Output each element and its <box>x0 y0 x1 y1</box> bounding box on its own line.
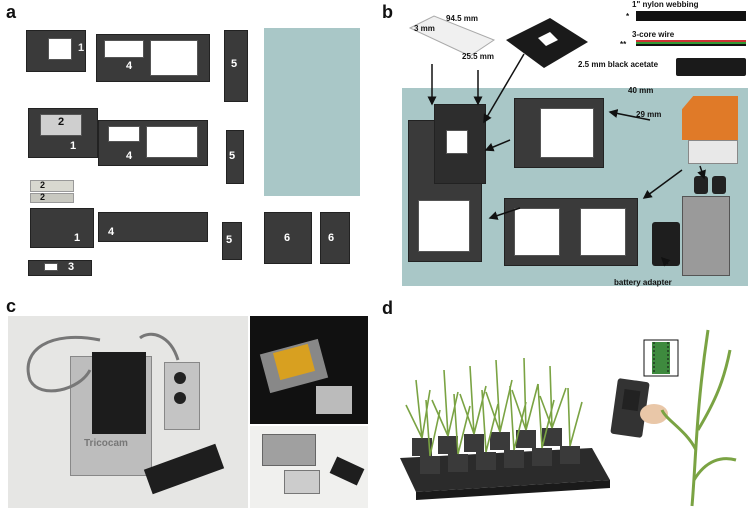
part-strap <box>224 30 248 102</box>
dim-40: 40 mm <box>628 86 654 95</box>
lens-icon <box>174 372 186 384</box>
panel-letter-c: c <box>6 296 17 316</box>
part-label: 3 <box>56 41 63 53</box>
part-label: 1 <box>78 42 85 54</box>
part-hole <box>104 40 144 58</box>
camera-module <box>284 470 320 494</box>
part-plate <box>30 180 74 192</box>
part-label: 4 <box>126 60 133 72</box>
part-hole <box>446 130 468 154</box>
part-clip <box>264 212 312 264</box>
part-strap <box>226 130 244 184</box>
part-label: 3 <box>68 261 75 273</box>
panel-letter-d: d <box>382 298 393 318</box>
part-label: 2 <box>58 116 65 128</box>
part-housing <box>30 208 94 248</box>
part-hole <box>150 40 198 76</box>
dim-29: 29 mm <box>636 110 662 119</box>
knob-icon <box>694 176 708 194</box>
part-hole <box>146 126 198 158</box>
dim-h: 25.5 mm <box>462 52 495 61</box>
part-hole <box>44 263 58 271</box>
part-label: 4 <box>126 150 133 162</box>
part-label: 6 <box>284 232 291 244</box>
part-plate <box>30 193 74 203</box>
part-label: 2 <box>40 192 46 202</box>
camera-device <box>682 196 730 276</box>
webbing-strip <box>408 15 496 57</box>
part-hole <box>40 114 82 136</box>
part-clip <box>320 212 350 264</box>
part-hole <box>514 208 560 256</box>
printer-base <box>688 140 738 164</box>
panel-letter-b: b <box>382 2 393 22</box>
dim-w2: 94.5 mm <box>446 14 479 23</box>
assembly-arrows <box>427 53 706 267</box>
part-hole <box>108 126 140 142</box>
nylon-webbing <box>636 11 746 21</box>
printer-hood <box>682 96 738 140</box>
cable <box>26 332 180 393</box>
camera-module <box>316 386 352 414</box>
dim-w1: 3 mm <box>414 24 435 33</box>
phone-screen <box>92 352 146 434</box>
part-slider <box>28 260 92 276</box>
lens-icon <box>174 392 186 404</box>
part-label: 5 <box>229 150 236 162</box>
part-label: 2 <box>40 180 46 190</box>
plant-tray-illustration <box>400 329 737 507</box>
panel-letter-a: a <box>6 2 17 22</box>
part-label: 4 <box>108 226 115 238</box>
legend-nylon-mark: * <box>626 12 630 21</box>
acetate-sheet <box>264 28 360 196</box>
wire-black <box>636 44 746 46</box>
acetate-square <box>506 18 588 68</box>
part-hole <box>580 208 626 256</box>
part-label: 5 <box>231 58 238 70</box>
part-tray <box>98 212 208 242</box>
legend-nylon: 1" nylon webbing <box>632 0 699 9</box>
part-label: 5 <box>226 234 233 246</box>
strap-part <box>676 58 746 76</box>
part-label: 1 <box>70 140 77 152</box>
legend-wire: 3-core wire <box>632 30 675 39</box>
part-label: 6 <box>328 232 335 244</box>
part-hole <box>48 38 72 60</box>
wire-green <box>636 42 746 44</box>
part-strap <box>222 222 242 260</box>
device-housing <box>262 434 316 466</box>
knob-icon <box>712 176 726 194</box>
part-hole <box>540 108 594 158</box>
battery-label: battery adapter <box>614 278 672 287</box>
brand-label: Tricocam <box>84 438 128 449</box>
legend-wire-mark: ** <box>620 40 627 49</box>
part-label: 1 <box>74 232 81 244</box>
part-hole <box>418 200 470 252</box>
dim-acetate: 2.5 mm black acetate <box>578 60 659 69</box>
wire-red <box>636 40 746 42</box>
